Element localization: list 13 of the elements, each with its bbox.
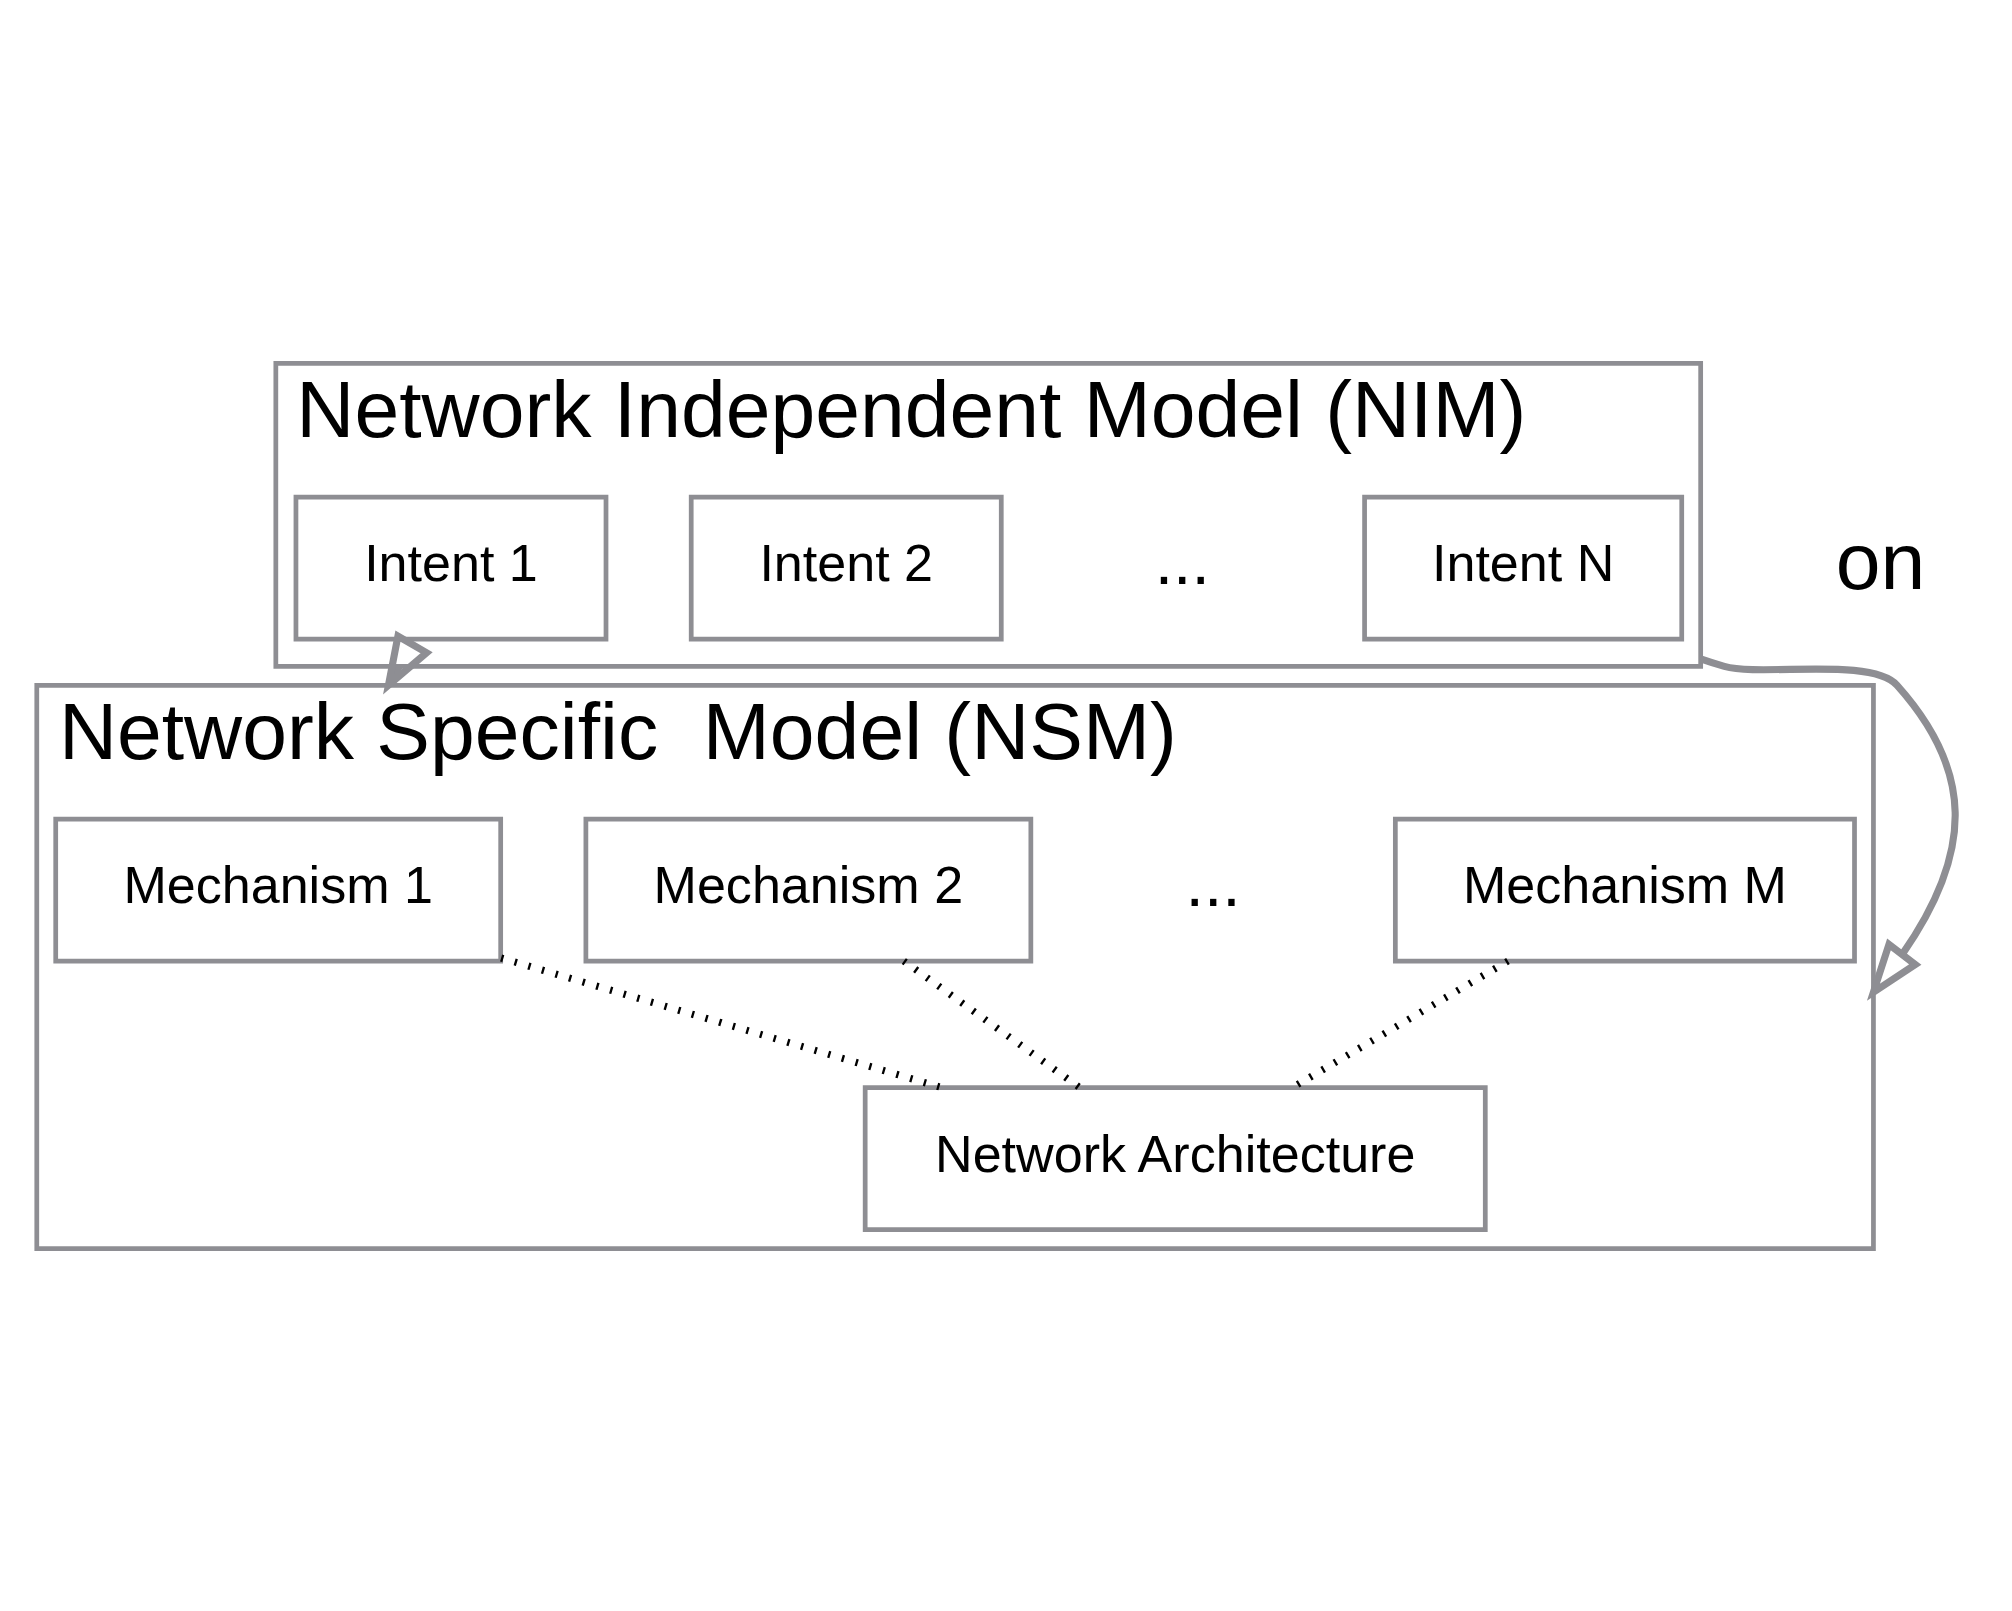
connector — [500, 954, 943, 1091]
label: ... — [1185, 845, 1241, 920]
connector — [901, 957, 1082, 1090]
node-box: Intent N — [1362, 494, 1685, 641]
arrow — [383, 629, 433, 695]
node-box: Intent 1 — [293, 494, 609, 641]
node-box: Mechanism 1 — [53, 816, 504, 963]
node-box: Network Architecture — [862, 1084, 1488, 1232]
node-box: Mechanism M — [1392, 816, 1857, 963]
label: on — [1835, 515, 1926, 606]
node-box: Mechanism 2 — [583, 816, 1034, 963]
label: ... — [1154, 523, 1210, 598]
node-box: Intent 2 — [688, 494, 1004, 641]
